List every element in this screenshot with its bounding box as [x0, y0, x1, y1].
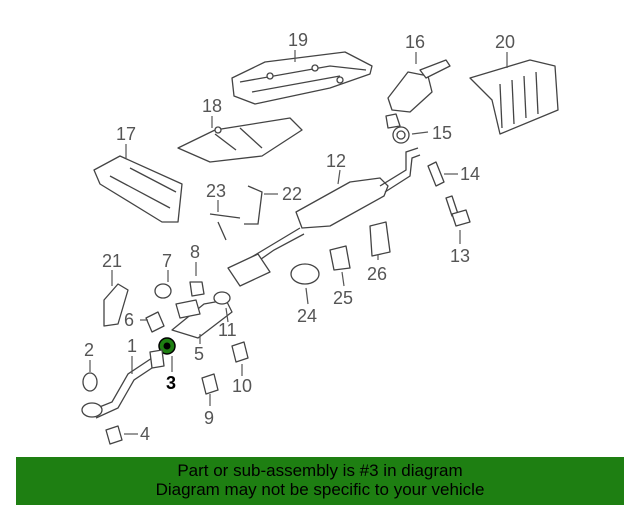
callout-24: 24: [297, 306, 317, 326]
callout-9: 9: [204, 408, 214, 428]
callout-4: 4: [140, 424, 150, 444]
callout-14: 14: [460, 164, 480, 184]
callout-6: 6: [124, 310, 134, 330]
part-26-bracket: [369, 221, 391, 257]
part-20-heat-shield: [469, 59, 559, 135]
part-1-front-pipe: [81, 349, 165, 419]
callout-19: 19: [288, 30, 308, 50]
callout-15: 15: [432, 123, 452, 143]
part-7-gasket: [154, 283, 172, 299]
callout-23: 23: [206, 181, 226, 201]
part-13-bolt: [445, 195, 471, 227]
callout-20: 20: [495, 32, 515, 52]
part-3-gasket-highlighted: [158, 337, 176, 355]
callout-7: 7: [162, 251, 172, 271]
notice-line-part: Part or sub-assembly is #3 in diagram: [177, 461, 463, 480]
callout-16: 16: [405, 32, 425, 52]
part-8-nut: [189, 281, 205, 297]
callout-3: 3: [166, 373, 176, 393]
part-4-stud: [105, 425, 123, 445]
callout-12: 12: [326, 151, 346, 171]
part-23-bracket: [209, 213, 241, 241]
callout-22: 22: [282, 184, 302, 204]
callout-25: 25: [333, 288, 353, 308]
callout-5: 5: [194, 344, 204, 364]
exhaust-parts-diagram: 19 16 20 18 15 17 12 14 23 22 13 21 7 8 …: [81, 30, 559, 445]
part-25-insulator: [329, 245, 351, 271]
part-21-bracket: [103, 283, 129, 327]
callout-26: 26: [367, 264, 387, 284]
part-9-bolt: [201, 373, 219, 395]
part-14-hanger: [427, 161, 445, 187]
callout-8: 8: [190, 242, 200, 262]
part-16-tail-pipe: [385, 59, 451, 129]
part-19-heat-shield: [231, 51, 373, 105]
callout-17: 17: [116, 124, 136, 144]
part-17-heat-shield: [93, 155, 183, 223]
part-24-insulator: [290, 263, 320, 285]
callout-21: 21: [102, 251, 122, 271]
part-18-heat-shield: [177, 117, 303, 163]
callout-11: 11: [218, 320, 237, 340]
part-22-hanger: [244, 185, 263, 225]
callout-10: 10: [232, 376, 252, 396]
callout-labels: 19 16 20 18 15 17 12 14 23 22 13 21 7 8 …: [84, 30, 515, 444]
notice-banner: Part or sub-assembly is #3 in diagram Di…: [16, 457, 624, 505]
leader-lines: [89, 50, 508, 435]
callout-1: 1: [127, 336, 137, 356]
part-10-nut: [231, 341, 249, 363]
part-5-front-pipe: [171, 299, 233, 339]
callout-18: 18: [202, 96, 222, 116]
callout-13: 13: [450, 246, 470, 266]
part-6-bolt: [145, 311, 165, 333]
part-12-muffler-pipe: [227, 147, 421, 287]
part-2-gasket: [82, 372, 98, 392]
notice-line-disclaimer: Diagram may not be specific to your vehi…: [155, 480, 485, 499]
callout-2: 2: [84, 340, 94, 360]
part-11-gasket: [213, 291, 231, 305]
